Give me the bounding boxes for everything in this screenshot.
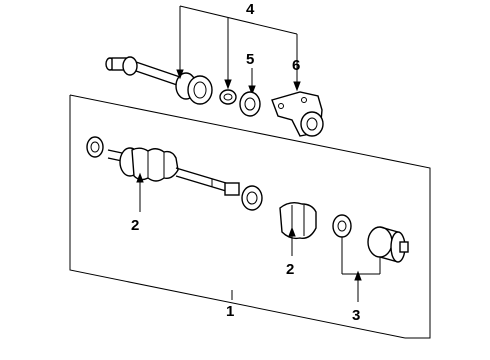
callout-6: 6 (292, 57, 300, 74)
outer-cv-joint-shaft (107, 147, 240, 196)
inner-cv-joint (332, 214, 409, 263)
svg-text:1: 1 (226, 303, 234, 320)
svg-text:3: 3 (352, 307, 360, 324)
callout-3: 3 (341, 237, 381, 324)
callout-2b: 2 (286, 226, 296, 278)
callout-2a: 2 (131, 172, 144, 234)
seal (86, 136, 104, 158)
svg-text:2: 2 (286, 261, 294, 278)
callout-5: 5 (246, 51, 254, 68)
callout-4-bracket: 4 (176, 1, 301, 92)
shaft-bushing (241, 185, 263, 211)
inner-boot (279, 201, 317, 240)
callout-1: 1 (226, 290, 234, 320)
snap-ring (219, 89, 237, 105)
assembly-frame (69, 94, 431, 339)
bearing-part-5: 5 (239, 51, 261, 117)
intermediate-shaft (105, 56, 213, 105)
callout-4: 4 (246, 1, 255, 18)
bracket-part-6: 6 (271, 57, 324, 137)
svg-text:2: 2 (131, 217, 139, 234)
